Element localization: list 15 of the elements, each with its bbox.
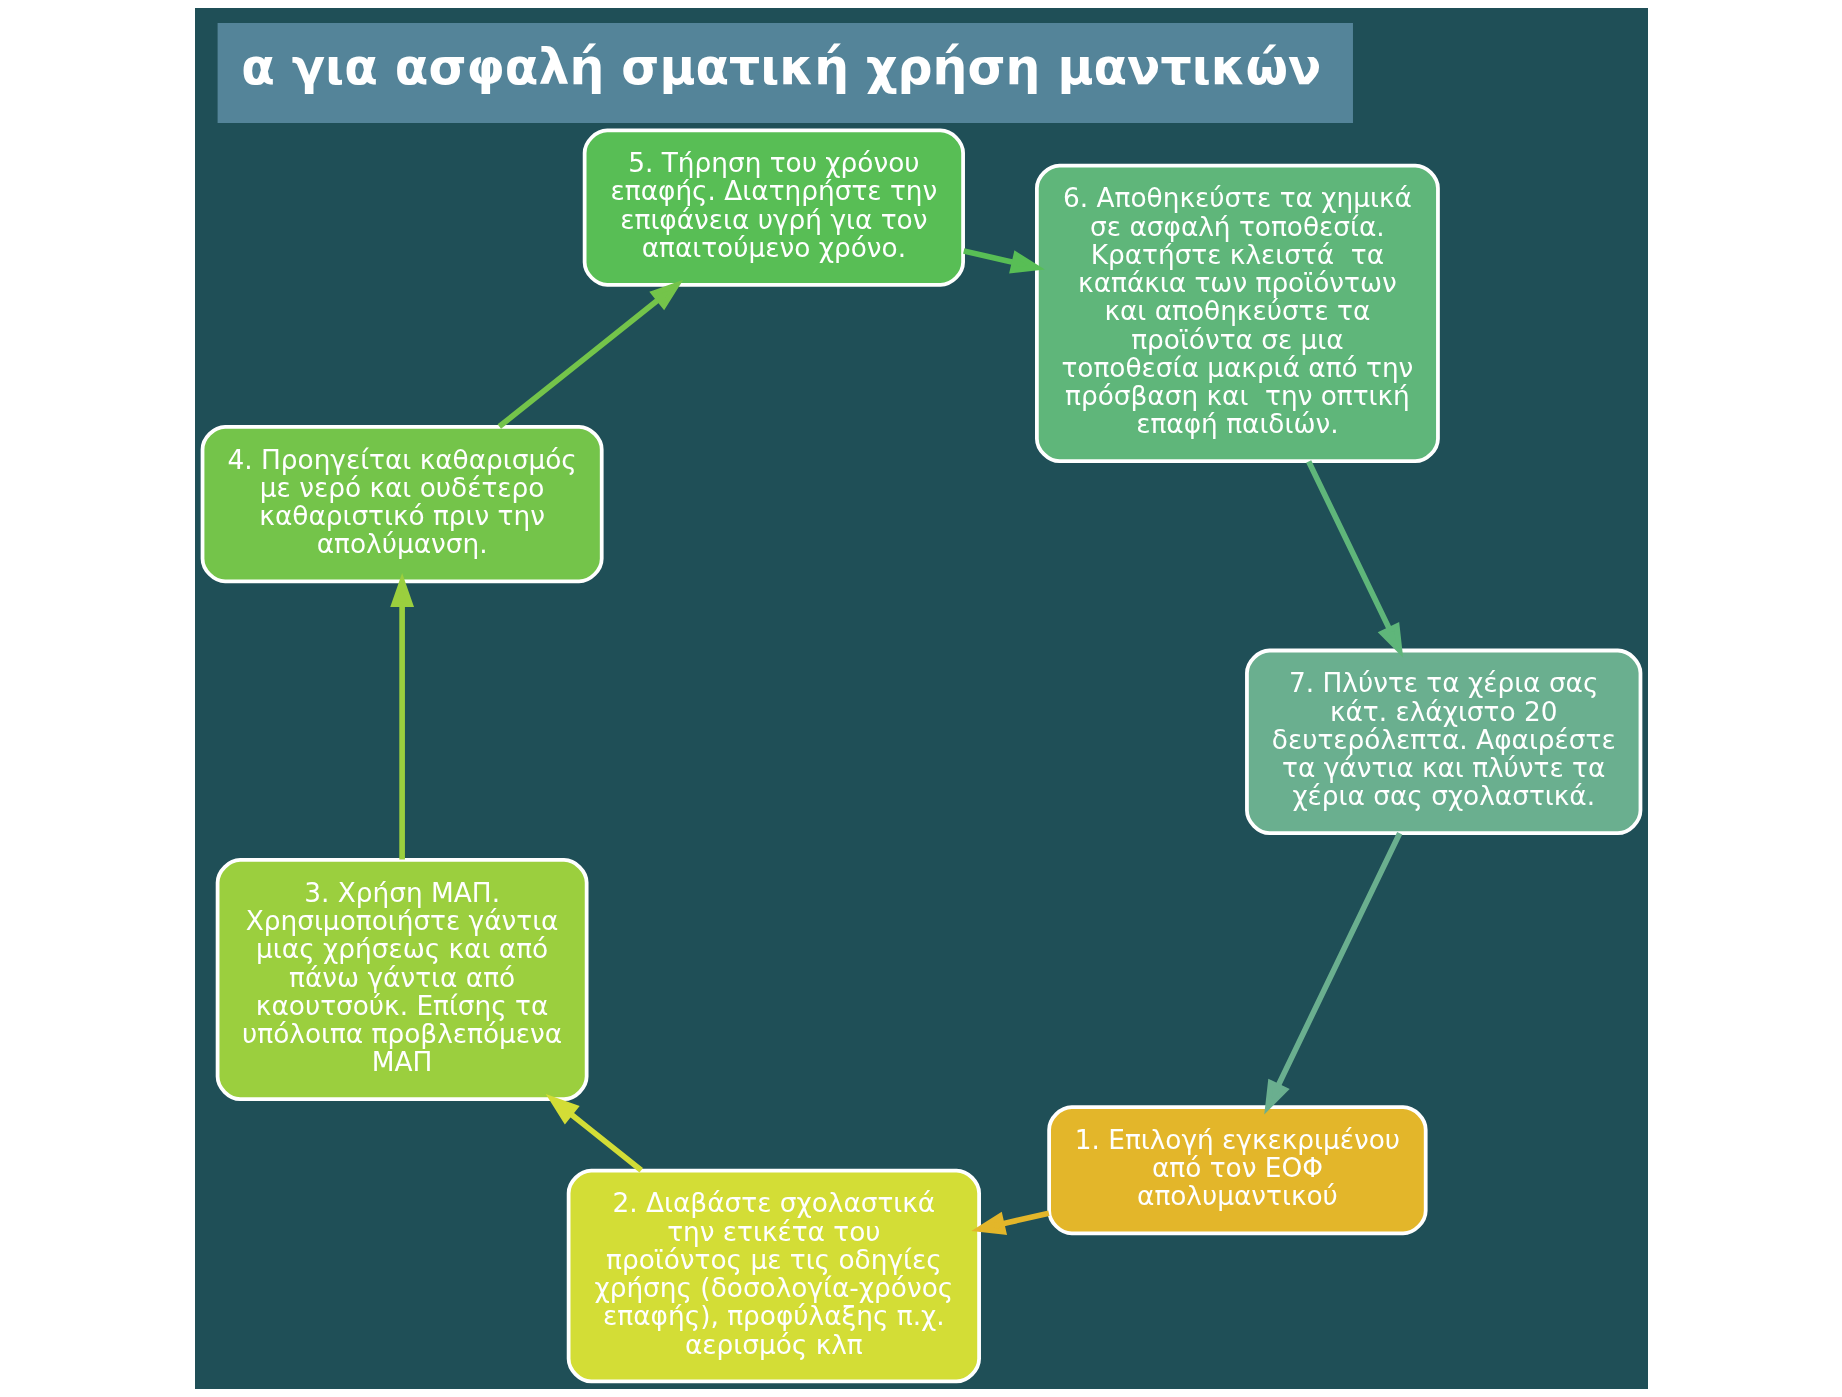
arrow: [962, 248, 1045, 274]
node-box: 1. Επιλογή εγκεκριμένου από τον ΕΟΦ απολυμαντικού: [1046, 1105, 1428, 1236]
arrow: [1263, 831, 1402, 1115]
node-box: 2. Διαβάστε σχολαστικά την ετικέτα του προϊόντος με τις οδηγίες χρήσης (δοσολογία-χρόνος επαφής), προφύλαξης π.χ. αερισμός κλπ: [566, 1168, 981, 1384]
arrow: [389, 573, 414, 860]
arrow: [1305, 460, 1403, 658]
node-box: 5. Τήρηση του χρόνου επαφής. Διατηρήστε την επιφάνεια υγρή για τον απαιτούμενο χρόνο.: [582, 128, 965, 287]
node-box: 4. Προηγείται καθαρισμός με νερό και ουδέτερο καθαριστικό πριν την απολύμανση.: [200, 425, 604, 584]
arrow: [545, 1094, 643, 1173]
arrow: [497, 279, 683, 429]
node-box: 6. Αποθηκεύστε τα χημικά σε ασφαλή τοποθεσία. Κρατήστε κλειστά τα καπάκια των προϊόντων και αποθηκεύστε τα προϊόντα σε μια τοποθεσία μακριά από την πρόσβαση και την οπτική επαφή παιδιών.: [1034, 163, 1440, 464]
arrow: [970, 1210, 1049, 1235]
diagram-title: α για ασφαλή σματική χρήση μαντικών: [240, 38, 1321, 96]
node-box: 7. Πλύντε τα χέρια σας κάτ. ελάχιστο 20 δευτερόλεπτα. Αφαιρέστε τα γάντια και πλύντε τα χέρια σας σχολαστικά.: [1244, 648, 1642, 836]
node-box: 3. Χρήση ΜΑΠ. Χρησιμοποιήστε γάντια μιας χρήσεως και από πάνω γάντια από καουτσούκ. Επίσης τα υπόλοιπα προβλεπόμενα ΜΑΠ: [215, 858, 589, 1101]
